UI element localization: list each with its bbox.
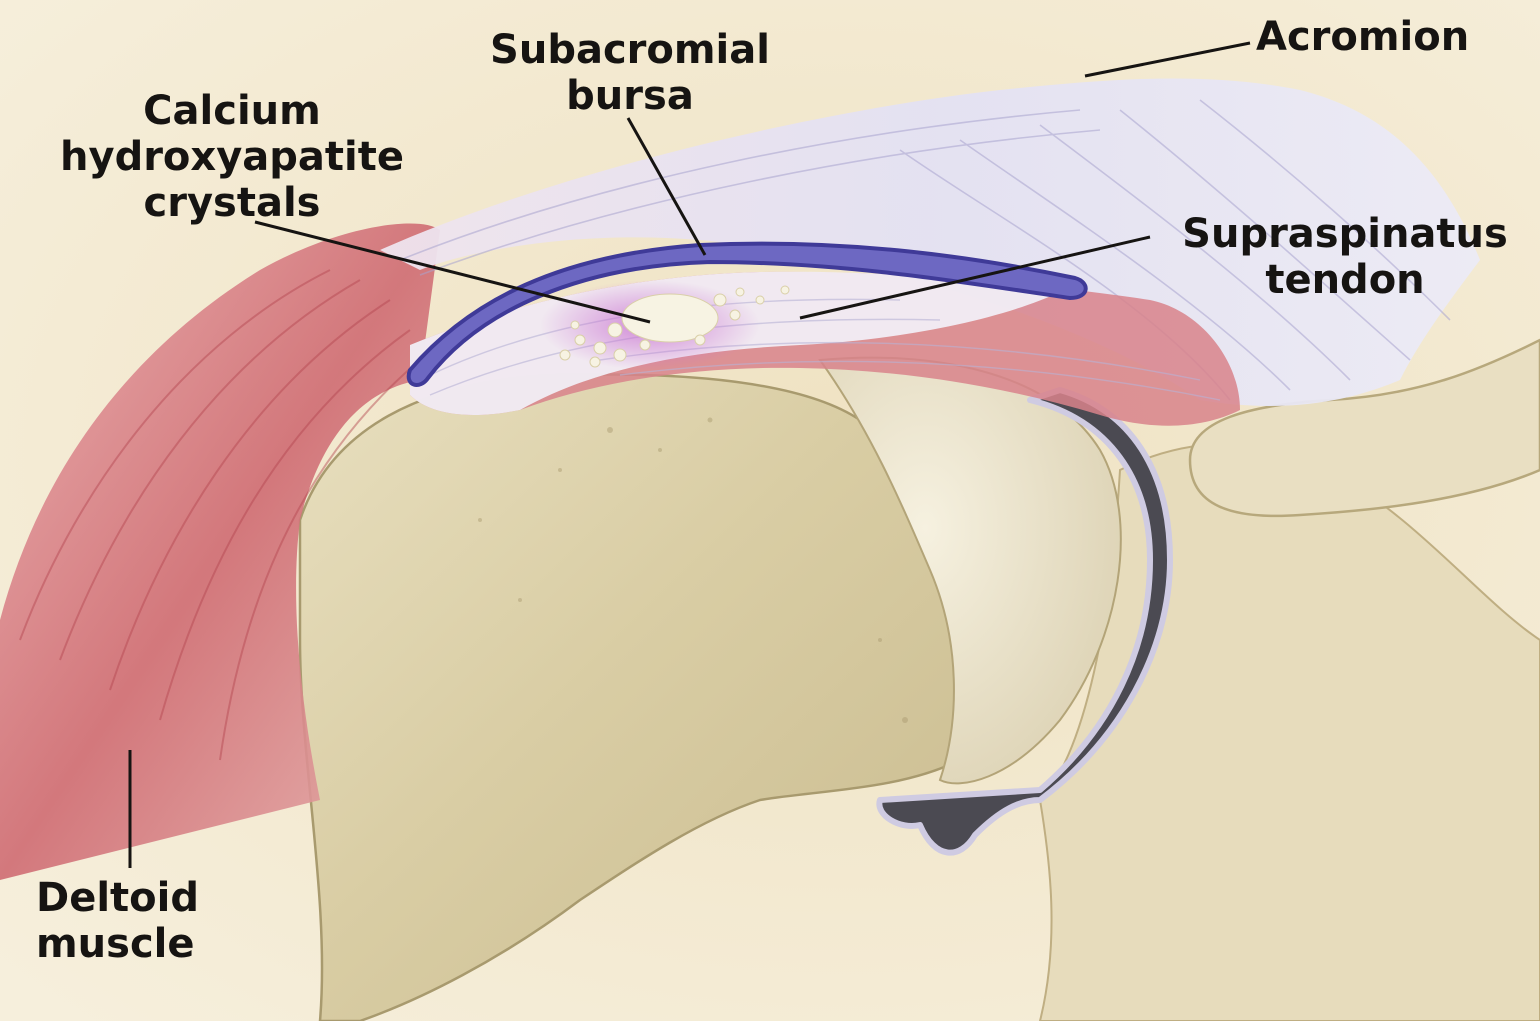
label-supraspinatus-tendon: Supraspinatus tendon [1150, 211, 1540, 303]
leader-subacromial [626, 117, 707, 256]
leader-acromion [1084, 41, 1251, 78]
ligament-band [380, 78, 1480, 406]
label-subacromial-line-1: Subacromial [490, 27, 770, 73]
label-deltoid-muscle: Deltoid muscle [36, 875, 199, 967]
subacromial-bursa-shape [406, 241, 1088, 387]
label-subacromial-bursa: Subacromial bursa [452, 27, 808, 119]
calcium-crystals [559, 285, 790, 368]
glenoid-cartilage [876, 387, 1173, 856]
leader-lines [128, 41, 1251, 868]
label-acromion: Acromion [1256, 14, 1469, 60]
label-calcium-crystals: Calcium hydroxyapatite crystals [22, 88, 442, 226]
label-deltoid-line-2: muscle [36, 921, 195, 967]
deltoid-fibers [19, 269, 421, 761]
label-calcium-line-3: crystals [143, 180, 321, 226]
ligament-fibers [399, 99, 1451, 401]
label-acromion-text: Acromion [1256, 14, 1470, 60]
acromion-bone [1188, 338, 1540, 518]
label-calcium-line-2: hydroxyapatite [60, 134, 404, 180]
label-supraspinatus-line-1: Supraspinatus [1182, 211, 1508, 257]
label-subacromial-line-2: bursa [566, 73, 694, 119]
bone-texture [478, 417, 908, 723]
label-supraspinatus-line-2: tendon [1265, 257, 1425, 303]
leader-supraspinatus [799, 235, 1151, 320]
label-calcium-line-1: Calcium [143, 88, 321, 134]
deltoid-muscle-shape [0, 223, 440, 880]
label-deltoid-line-1: Deltoid [36, 875, 199, 921]
leader-calcium [254, 220, 651, 324]
